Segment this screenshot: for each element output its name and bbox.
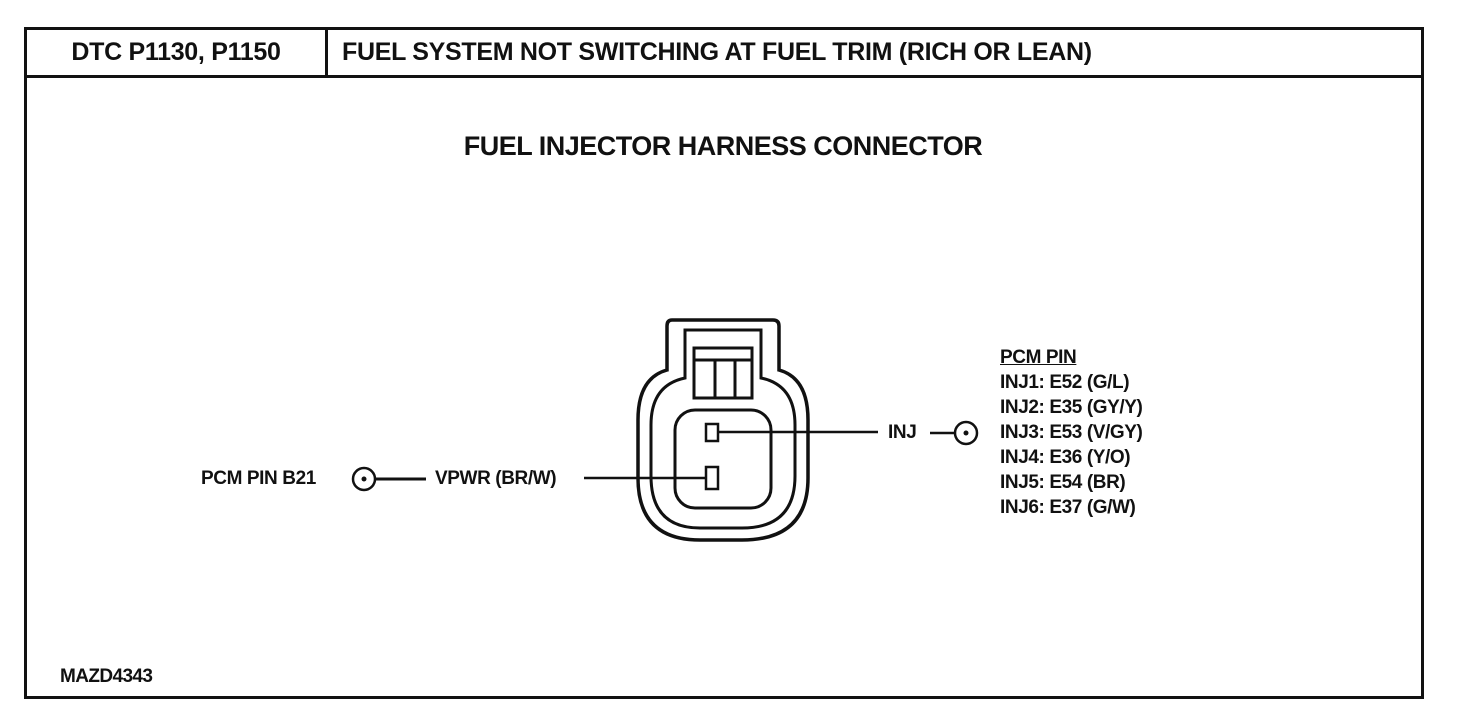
vpwr-wire-label: VPWR (BR/W) xyxy=(435,468,557,489)
pcm-pin-item: INJ1: E52 (G/L) xyxy=(1000,372,1130,393)
pcm-pin-item: INJ6: E37 (G/W) xyxy=(1000,497,1136,518)
diagram-frame: DTC P1130, P1150 FUEL SYSTEM NOT SWITCHI… xyxy=(24,27,1424,699)
figure-id: MAZD4343 xyxy=(60,666,153,687)
inj-wire-label: INJ xyxy=(888,422,917,443)
connector-outline xyxy=(636,318,810,542)
pcm-pin-item: INJ4: E36 (Y/O) xyxy=(1000,447,1131,468)
pcm-pin-list-title: PCM PIN xyxy=(1000,347,1077,368)
dtc-title: FUEL SYSTEM NOT SWITCHING AT FUEL TRIM (… xyxy=(342,38,1092,66)
terminal-inj xyxy=(704,422,720,443)
dtc-code: DTC P1130, P1150 xyxy=(27,30,328,75)
connector-inner-outline xyxy=(649,328,797,530)
terminal-vpwr xyxy=(704,465,720,491)
pcm-pin-item: INJ3: E53 (V/GY) xyxy=(1000,422,1143,443)
pcm-pin-item: INJ5: E54 (BR) xyxy=(1000,472,1126,493)
diagram-title: FUEL INJECTOR HARNESS CONNECTOR xyxy=(463,131,983,161)
left-pcm-pin-label: PCM PIN B21 xyxy=(201,468,316,489)
locking-tab xyxy=(692,346,754,400)
pcm-pin-item: INJ2: E35 (GY/Y) xyxy=(1000,397,1143,418)
terminal-cavity xyxy=(673,408,773,510)
pcm-pin-list: PCM PIN INJ1: E52 (G/L) INJ2: E35 (GY/Y)… xyxy=(1000,345,1143,520)
header-bar: DTC P1130, P1150 FUEL SYSTEM NOT SWITCHI… xyxy=(27,30,1421,78)
